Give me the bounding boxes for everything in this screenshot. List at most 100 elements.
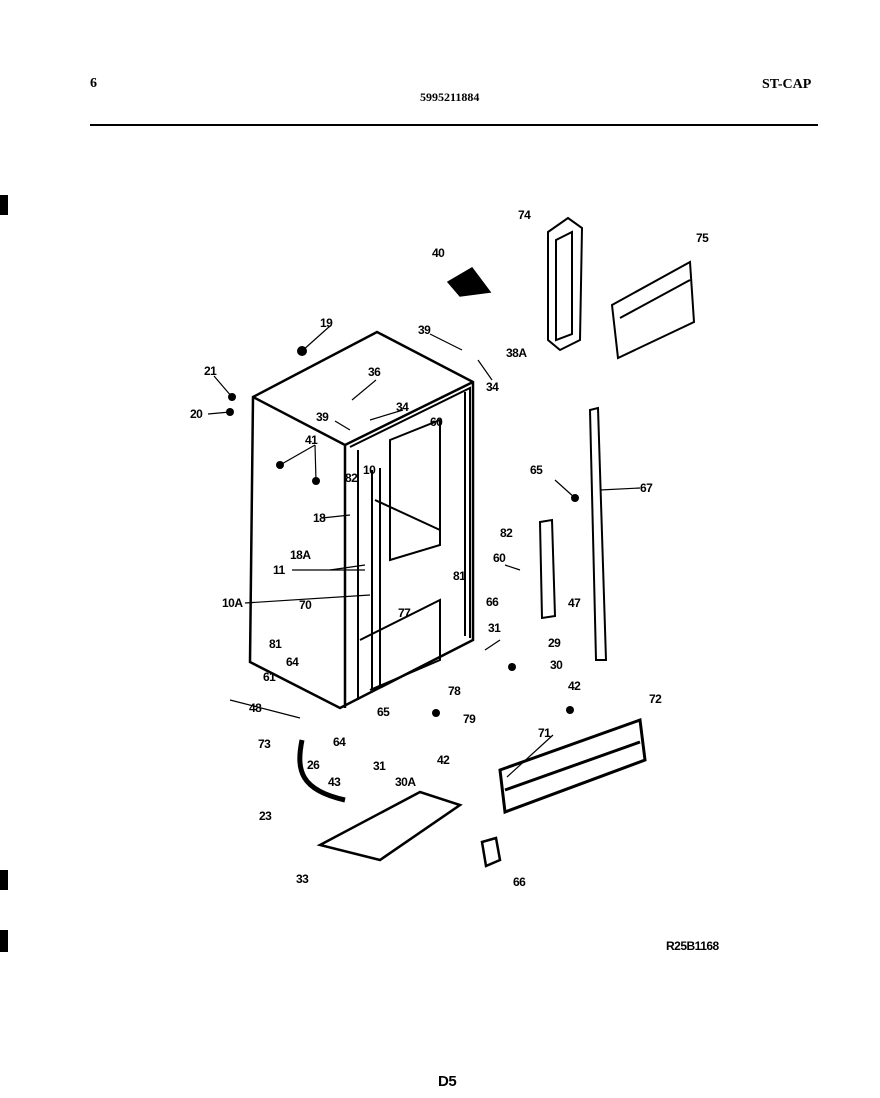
part-20-dot: [226, 408, 234, 416]
part-label: 31: [373, 759, 386, 773]
drawing-code: R25B1168: [666, 939, 719, 953]
part-number: 5995211884: [420, 90, 480, 104]
part-label: 70: [299, 598, 312, 612]
leader-line: [599, 487, 641, 491]
leader-line: [504, 564, 521, 571]
part-label: 81: [453, 569, 466, 583]
part-label: 39: [316, 410, 329, 424]
part-79-dot: [432, 709, 440, 717]
part-label: 60: [493, 551, 506, 565]
part-label: 65: [377, 705, 390, 719]
part-label: 60: [430, 415, 443, 429]
part-label: 11: [273, 563, 285, 577]
liner-panel: [359, 418, 441, 691]
leader-line: [329, 564, 366, 571]
part-72-grille: [498, 717, 647, 815]
fastener-dots: [226, 346, 579, 717]
part-label: 19: [320, 316, 333, 330]
part-label: 23: [259, 809, 272, 823]
part-label: 64: [286, 655, 299, 669]
part-41-dot: [276, 461, 284, 469]
cabinet-liner: [349, 386, 471, 700]
part-label: 66: [486, 595, 499, 609]
part-label: 34: [486, 380, 499, 394]
part-label: 61: [263, 670, 276, 684]
part-label: 73: [258, 737, 271, 751]
part-label: 42: [568, 679, 581, 693]
part-23-hose: [297, 739, 346, 803]
part-label: 41: [305, 433, 318, 447]
part-label: 43: [328, 775, 341, 789]
part-label: 72: [649, 692, 662, 706]
part-66-block: [480, 836, 502, 868]
model-code: ST-CAP: [762, 77, 812, 92]
part-label: 18A: [290, 548, 311, 562]
part-label: 36: [368, 365, 381, 379]
part-label: 66: [513, 875, 526, 889]
part-label: 29: [548, 636, 561, 650]
part-74-door-strip: [547, 216, 584, 352]
part-label: 30: [550, 658, 563, 672]
part-label: 42: [437, 753, 450, 767]
part-label: 26: [307, 758, 320, 772]
part-label: 30A: [395, 775, 416, 789]
scan-edge-mark: [0, 930, 8, 952]
leader-line: [351, 379, 377, 401]
part-label: 20: [190, 407, 203, 421]
part-label: 71: [538, 726, 551, 740]
leader-line: [314, 444, 317, 482]
part-label: 34: [396, 400, 409, 414]
part-label: 47: [568, 596, 581, 610]
part-label: 64: [333, 735, 346, 749]
part-47-rail: [538, 518, 557, 620]
part-65-dot: [571, 494, 579, 502]
part-41-dot: [312, 477, 320, 485]
part-33-drain-pan: [316, 790, 463, 862]
part-label: 65: [530, 463, 543, 477]
leader-lines: [207, 325, 641, 778]
part-21-dot: [228, 393, 236, 401]
leader-line: [477, 359, 493, 381]
part-label: 40: [432, 246, 445, 260]
part-label: 10A: [222, 596, 243, 610]
section-code: D5: [438, 1073, 457, 1090]
part-label: 39: [418, 323, 431, 337]
part-71-dot: [566, 706, 574, 714]
part-label: 75: [696, 231, 709, 245]
leader-line: [506, 734, 554, 778]
leader-line: [429, 333, 463, 351]
part-label: 77: [398, 606, 411, 620]
leader-line: [229, 699, 301, 719]
leader-line: [279, 444, 316, 466]
scan-edge-mark: [0, 870, 8, 890]
part-label: 82: [500, 526, 513, 540]
part-label: 38A: [506, 346, 527, 360]
part-label: 81: [269, 637, 282, 651]
leader-line: [484, 639, 501, 651]
part-label: 78: [448, 684, 461, 698]
part-label: 79: [463, 712, 476, 726]
scan-edge-mark: [0, 195, 8, 215]
part-30-dot: [508, 663, 516, 671]
part-label: 21: [204, 364, 217, 378]
part-40-cap: [446, 267, 492, 297]
header-rule: [90, 124, 818, 126]
leader-line: [213, 375, 233, 398]
part-label: 33: [296, 872, 309, 886]
part-label: 48: [249, 701, 262, 715]
part-label: 31: [488, 621, 501, 635]
part-label: 67: [640, 481, 653, 495]
part-label: 18: [313, 511, 326, 525]
leader-line: [301, 325, 331, 352]
leader-line: [334, 420, 351, 431]
leader-line: [321, 514, 351, 519]
part-label: 10: [363, 463, 376, 477]
part-67-strip: [588, 406, 608, 661]
part-75-panel: [610, 260, 696, 360]
part-label: 82: [345, 471, 358, 485]
leader-line: [244, 594, 371, 604]
part-label: 74: [518, 208, 531, 222]
part-19-dot: [297, 346, 307, 356]
